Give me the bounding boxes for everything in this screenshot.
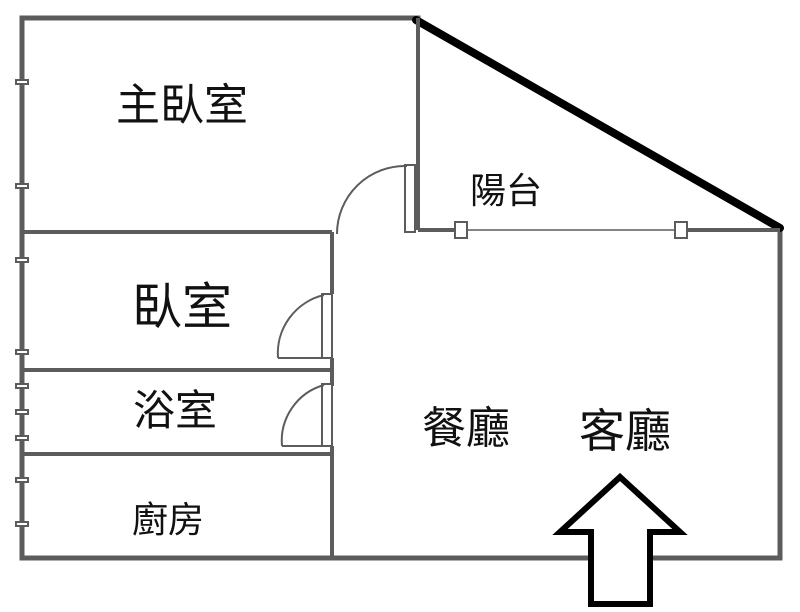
- bedroom-label: 臥室: [132, 278, 232, 336]
- up-arrow-icon: [552, 472, 688, 607]
- living-room-label: 客廳: [579, 404, 671, 458]
- exterior-walls: [19, 15, 783, 561]
- balcony-window: [454, 221, 688, 239]
- kitchen-label: 廚房: [132, 500, 204, 541]
- bathroom-label: 浴室: [133, 386, 217, 435]
- master-bedroom-door: [336, 164, 416, 235]
- balcony-label: 陽台: [470, 171, 542, 212]
- balcony-outer-edge: [412, 16, 784, 232]
- bedroom-door: [276, 293, 333, 359]
- interior-walls: [22, 18, 780, 558]
- bathroom-door: [280, 383, 333, 447]
- master-bedroom-label: 主臥室: [116, 80, 248, 131]
- left-windows: [15, 79, 29, 527]
- dining-room-label: 餐廳: [422, 403, 510, 454]
